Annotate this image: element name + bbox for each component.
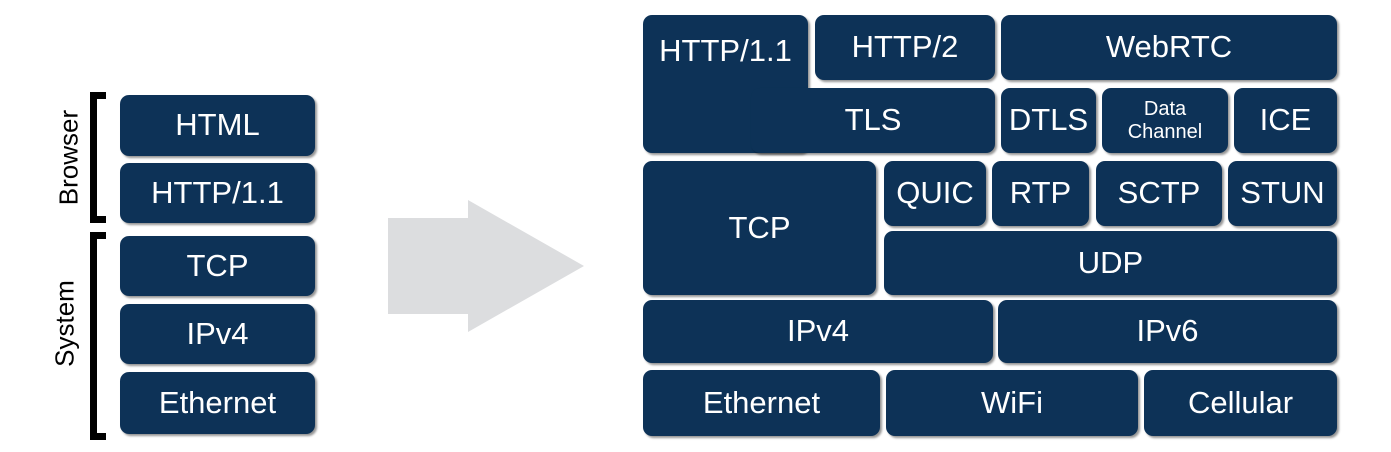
right-box-data-channel[interactable]: Data Channel <box>1102 88 1228 153</box>
right-box-rtp[interactable]: RTP <box>992 161 1089 226</box>
right-box-webrtc[interactable]: WebRTC <box>1001 15 1337 80</box>
bracket-browser <box>90 92 106 223</box>
right-box-wifi[interactable]: WiFi <box>886 370 1138 436</box>
left-box-html[interactable]: HTML <box>120 95 315 156</box>
right-box-http11-notch-filler <box>735 72 808 92</box>
right-box-data-channel-line2: Channel <box>1127 120 1203 143</box>
right-box-dtls[interactable]: DTLS <box>1001 88 1096 153</box>
right-box-ice[interactable]: ICE <box>1234 88 1337 153</box>
bracket-system <box>90 232 106 440</box>
right-box-stun[interactable]: STUN <box>1228 161 1337 226</box>
right-box-ipv6[interactable]: IPv6 <box>998 300 1337 363</box>
left-box-tcp[interactable]: TCP <box>120 236 315 296</box>
right-box-data-channel-line1: Data <box>1143 98 1187 121</box>
left-box-ipv4[interactable]: IPv4 <box>120 304 315 364</box>
right-box-ethernet[interactable]: Ethernet <box>643 370 880 436</box>
right-box-cellular[interactable]: Cellular <box>1144 370 1337 436</box>
right-box-udp[interactable]: UDP <box>884 231 1337 295</box>
right-box-tls[interactable]: TLS <box>751 88 995 153</box>
right-arrow-icon <box>388 200 584 332</box>
right-box-ipv4[interactable]: IPv4 <box>643 300 993 363</box>
left-box-ethernet[interactable]: Ethernet <box>120 372 315 434</box>
right-box-sctp[interactable]: SCTP <box>1096 161 1222 226</box>
bracket-label-system: System <box>49 280 80 367</box>
bracket-label-browser: Browser <box>53 109 84 206</box>
right-box-http2[interactable]: HTTP/2 <box>815 15 995 80</box>
right-box-quic[interactable]: QUIC <box>884 161 986 226</box>
right-box-tcp[interactable]: TCP <box>643 161 876 295</box>
left-box-http11[interactable]: HTTP/1.1 <box>120 163 315 223</box>
right-box-http11-label: HTTP/1.1 <box>659 33 792 68</box>
